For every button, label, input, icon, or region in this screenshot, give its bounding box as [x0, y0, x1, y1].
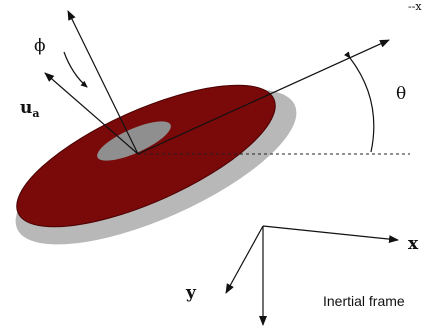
inertial-frame-caption: Inertial frame	[323, 293, 405, 309]
disc-tilt-axis-arrow	[137, 39, 390, 155]
inertial-y-axis	[225, 225, 264, 294]
theta-label: θ	[396, 84, 406, 104]
ua-label-subscript: a	[32, 107, 39, 120]
phi-angle-arc	[63, 51, 88, 88]
phi-label: ϕ	[34, 36, 46, 56]
inertial-x-axis	[262, 225, 399, 244]
top-right-mark: --x	[408, 0, 422, 13]
ua-label-main: u	[20, 98, 32, 118]
disc-hub	[97, 121, 171, 161]
x-axis-label: x	[408, 234, 419, 254]
ua-label: ua	[20, 98, 40, 120]
y-axis-label: y	[185, 283, 197, 303]
theta-angle-arc	[343, 51, 375, 153]
ua-vector-arrow	[44, 72, 139, 155]
normal-vector-arrow	[67, 10, 139, 155]
